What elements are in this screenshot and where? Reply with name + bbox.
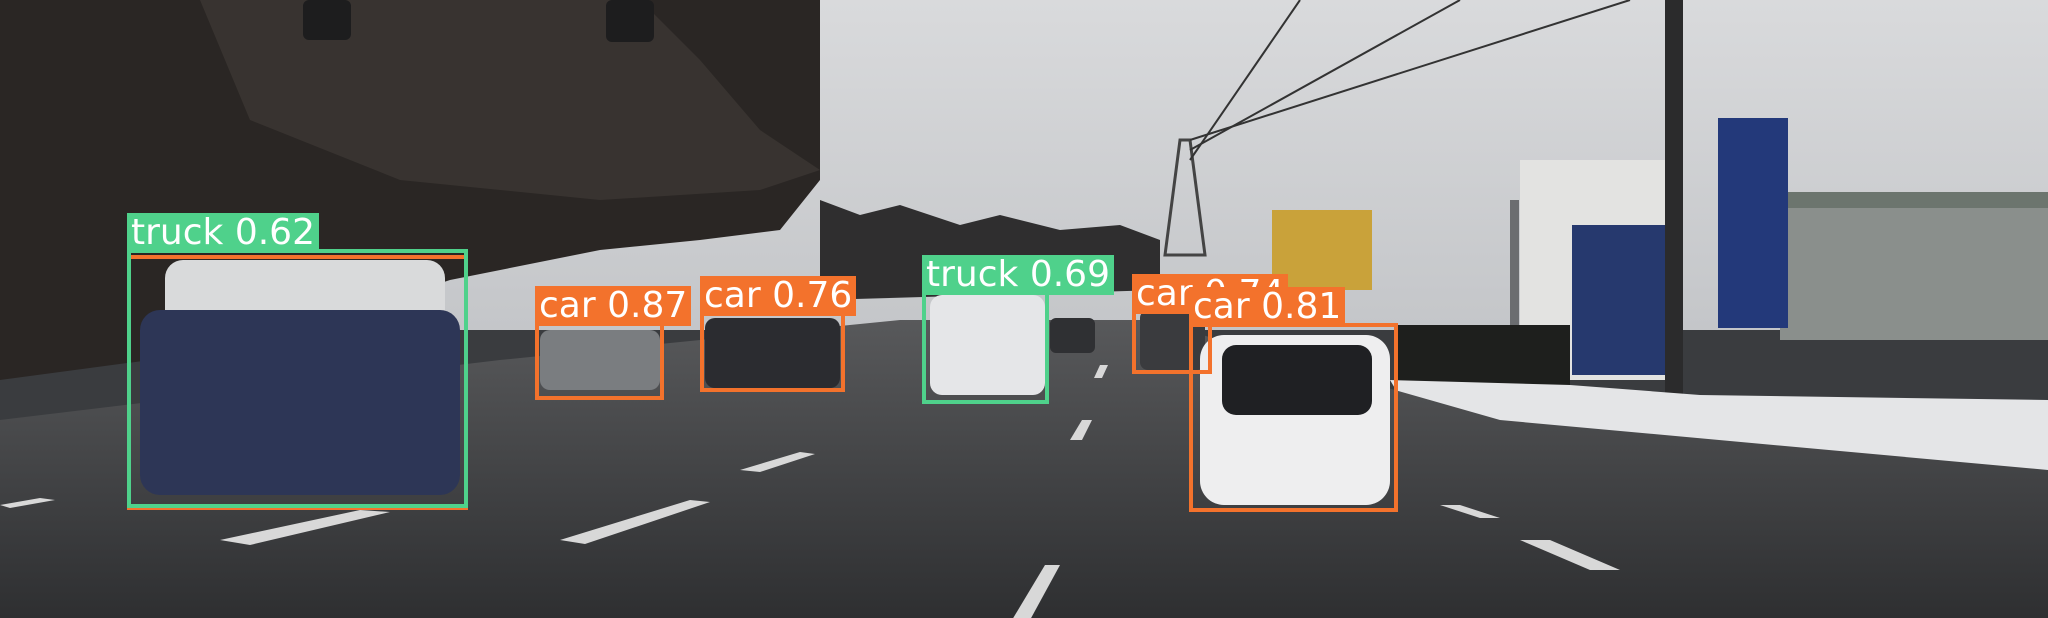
street-lamp-pole: [1665, 0, 1683, 450]
sign-pole: [1510, 200, 1519, 430]
building-roof: [1780, 192, 2048, 208]
vehicle-distant: [1050, 318, 1095, 353]
vehicle-rear-window: [1222, 345, 1372, 415]
vehicles: [140, 260, 1390, 505]
detection-box: car 0.87: [535, 286, 692, 400]
detection-label: car 0.81: [1189, 287, 1346, 327]
detection-box: truck 0.69: [922, 255, 1114, 404]
power-line-2: [1189, 0, 1461, 151]
power-pylon: [1163, 138, 1207, 257]
vehicle-car-2: [705, 318, 840, 388]
traffic-light-center: [606, 0, 654, 42]
vehicle-car-1: [540, 330, 660, 390]
traffic-light-left: [303, 0, 351, 40]
vehicle-white-van: [930, 295, 1045, 395]
blue-panel: [1572, 225, 1667, 375]
detection-box: car 0.76: [700, 276, 857, 392]
power-line: [1189, 0, 1631, 141]
detection-label: truck 0.62: [127, 213, 319, 253]
power-line-3: [1189, 0, 1301, 161]
yellow-sign: [1272, 210, 1372, 290]
detection-box: truck 0.62: [127, 213, 468, 508]
detection-box: car 0.81: [1189, 287, 1398, 512]
detection-label: truck 0.69: [922, 255, 1114, 295]
lane-markings: [0, 365, 1620, 618]
ikea-pylon: [1718, 118, 1788, 328]
detection-label: car 0.76: [700, 276, 857, 316]
vehicle-blue-van: [140, 310, 460, 495]
vehicle-car-3: [1140, 310, 1205, 370]
building-right: [1780, 200, 2048, 340]
trees-left-upper: [200, 0, 820, 200]
detection-label: car 0.87: [535, 286, 692, 326]
